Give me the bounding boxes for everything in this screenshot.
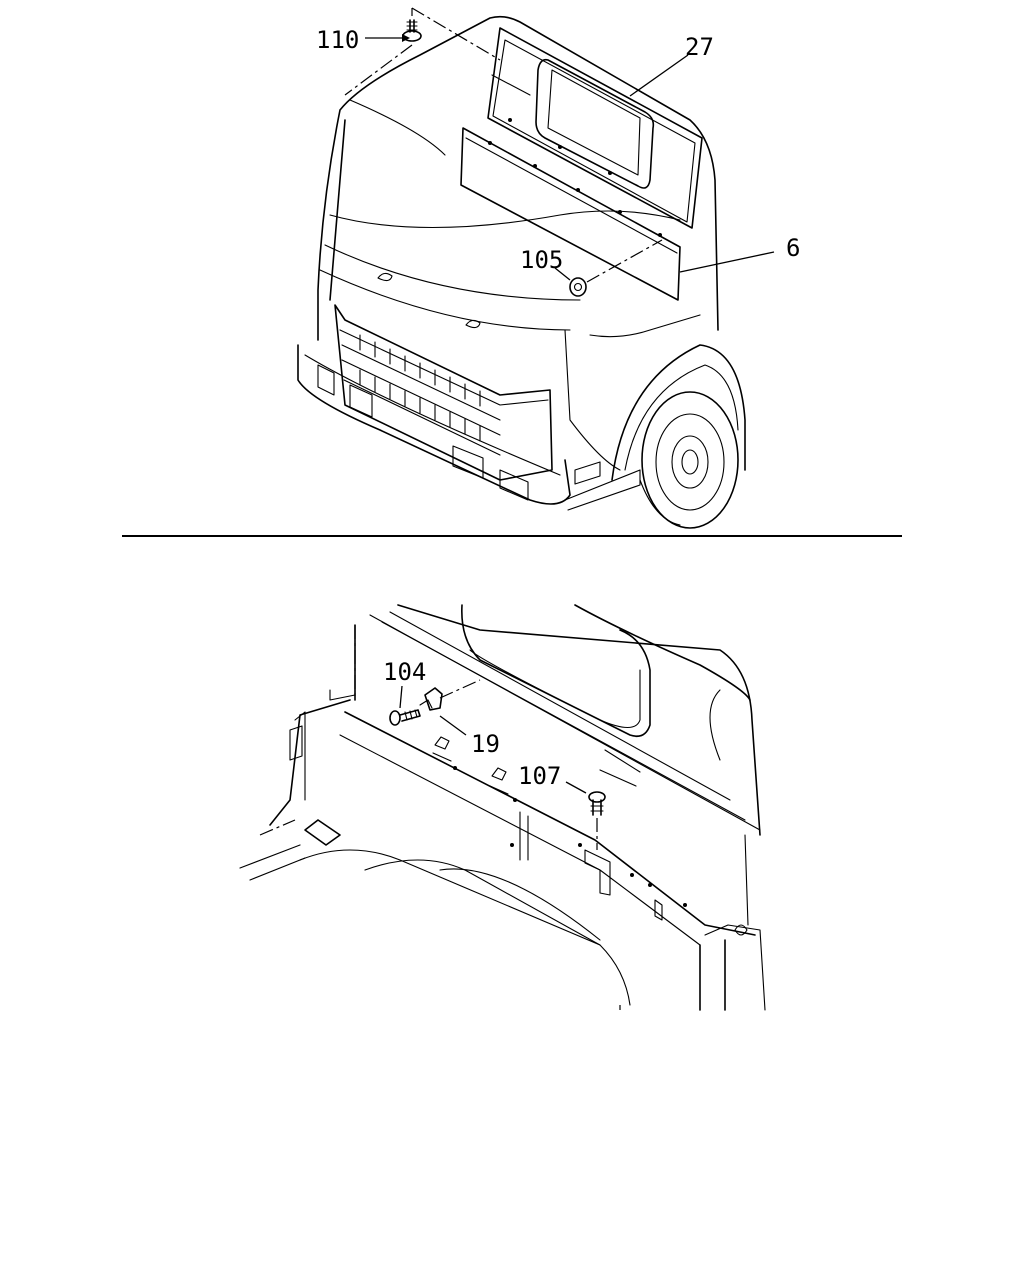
truck-cab-exterior-view [297,7,775,529]
callout-19: 19 [471,730,500,758]
front-bumper [297,344,571,505]
screw-104-icon [389,709,421,726]
callout-107: 107 [518,762,561,790]
callout-6: 6 [786,234,800,262]
front-wheel [639,391,739,529]
grille [334,304,553,481]
cab-interior-view [239,604,766,1011]
bolt-107-icon [588,791,606,816]
wheel-arch [611,344,746,481]
seal-strip [460,118,681,301]
cab-outline [317,15,719,341]
callout-105: 105 [520,246,563,274]
clip-19-icon [419,687,443,711]
callout-104: 104 [383,658,426,686]
clip-105-icon [569,277,587,297]
callout-27: 27 [685,33,714,61]
rear-window-panel [487,27,703,229]
callout-110: 110 [316,26,359,54]
